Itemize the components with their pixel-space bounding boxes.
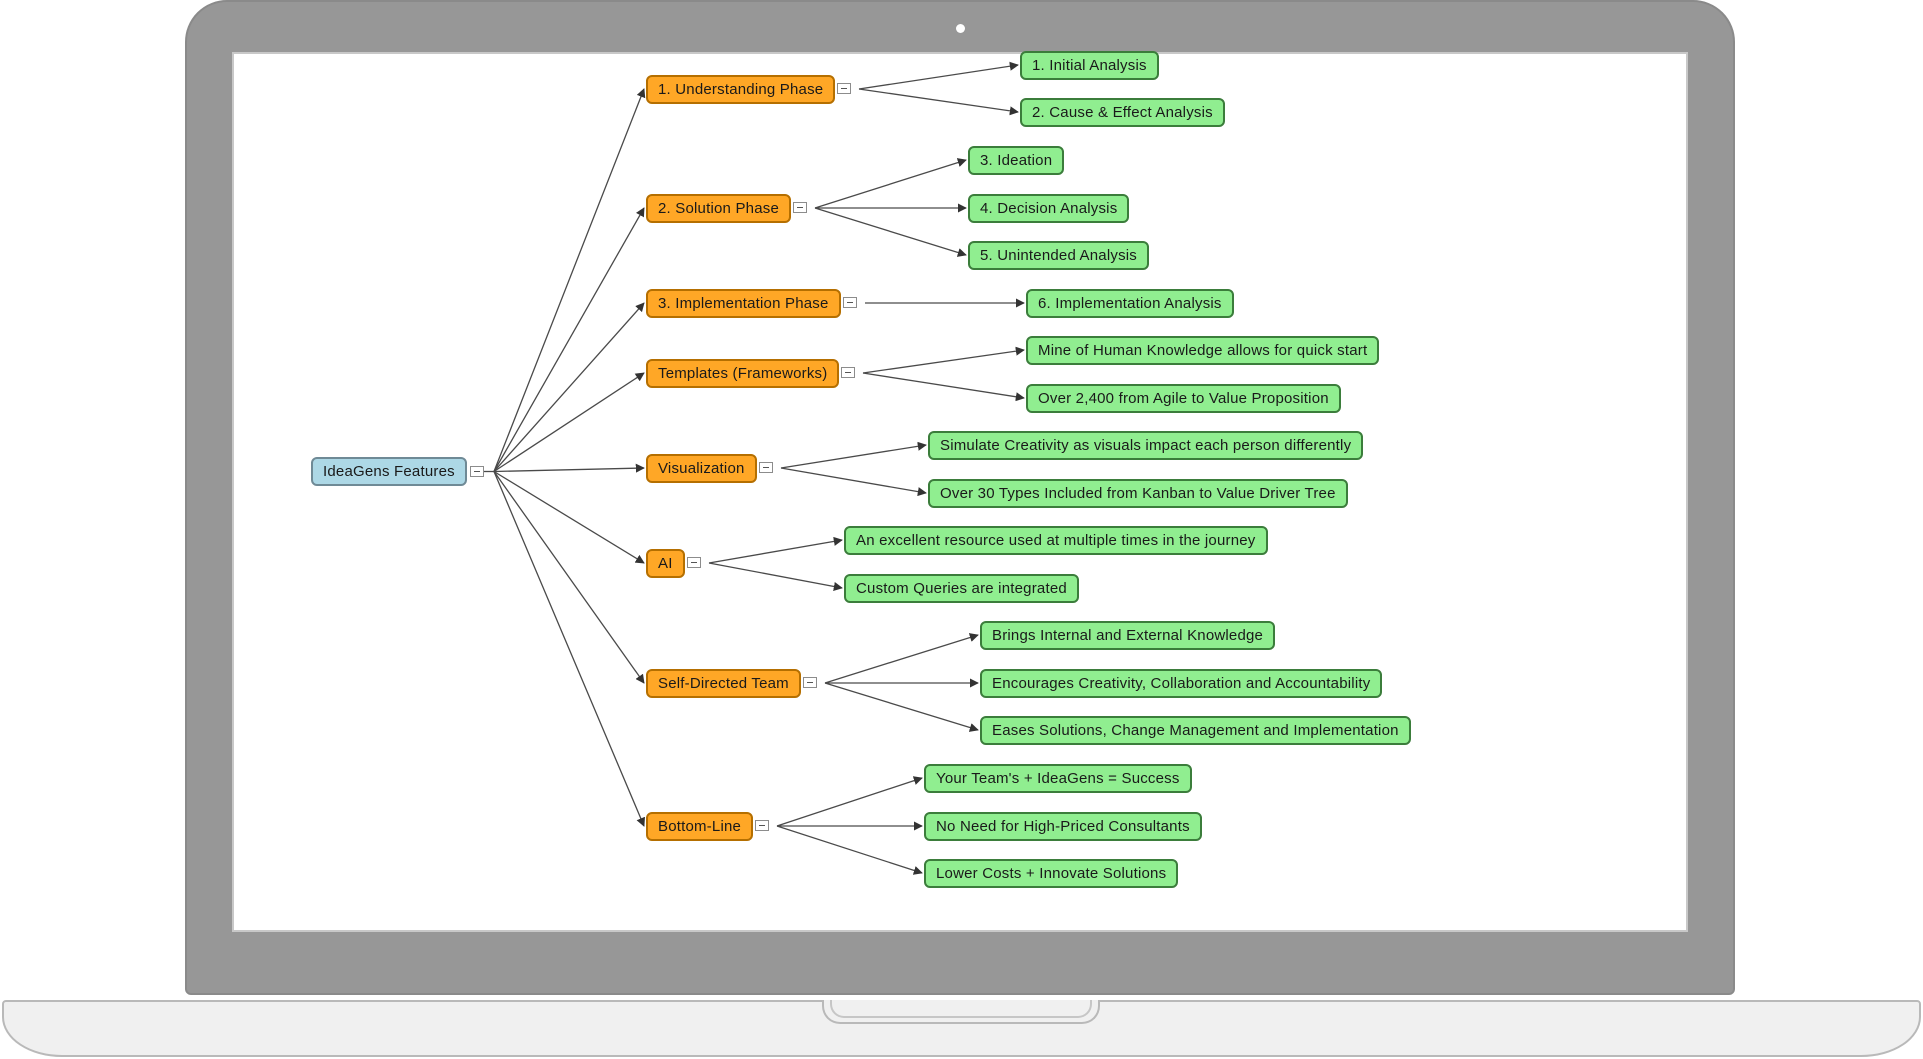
leaf-node[interactable]: Lower Costs + Innovate Solutions: [924, 858, 1179, 888]
connector-line: [862, 372, 1025, 402]
laptop-base-notch-inner: [830, 1000, 1092, 1018]
branch-collapse-toggle[interactable]: [759, 462, 773, 473]
branch-node[interactable]: Templates (Frameworks): [646, 358, 840, 388]
connector-line: [776, 825, 923, 875]
connector-line: [780, 467, 927, 497]
connector-line: [862, 346, 1025, 374]
connector-line: [814, 158, 967, 209]
branch-node[interactable]: 1. Understanding Phase: [646, 74, 836, 104]
leaf-node[interactable]: Over 30 Types Included from Kanban to Va…: [928, 478, 1348, 508]
connector-line: [493, 471, 645, 684]
leaf-node[interactable]: Over 2,400 from Agile to Value Propositi…: [1026, 383, 1341, 413]
connector-line: [493, 88, 646, 472]
laptop-base-notch: [822, 1000, 1100, 1024]
leaf-node[interactable]: Brings Internal and External Knowledge: [980, 620, 1276, 650]
connector-line: [824, 633, 979, 684]
leaf-node[interactable]: 6. Implementation Analysis: [1026, 288, 1234, 318]
branch-collapse-toggle[interactable]: [843, 297, 857, 308]
leaf-node[interactable]: Simulate Creativity as visuals impact ea…: [928, 430, 1364, 460]
branch-collapse-toggle[interactable]: [793, 202, 807, 213]
leaf-node[interactable]: 4. Decision Analysis: [968, 193, 1130, 223]
leaf-node[interactable]: Custom Queries are integrated: [844, 573, 1079, 603]
connector-line: [814, 207, 967, 257]
connector-line: [493, 207, 645, 472]
branch-collapse-toggle[interactable]: [837, 83, 851, 94]
connector-line: [493, 471, 645, 827]
connector-line: [708, 536, 843, 564]
root-node[interactable]: IdeaGens Features: [311, 457, 467, 486]
camera-icon: [956, 24, 965, 33]
leaf-node[interactable]: Eases Solutions, Change Management and I…: [980, 715, 1411, 745]
branch-node[interactable]: AI: [646, 548, 685, 578]
connector-line: [493, 470, 645, 564]
branch-node[interactable]: Bottom-Line: [646, 811, 754, 841]
leaf-node[interactable]: 5. Unintended Analysis: [968, 240, 1150, 270]
branch-collapse-toggle[interactable]: [687, 557, 701, 568]
leaf-node[interactable]: 1. Initial Analysis: [1020, 50, 1159, 80]
leaf-node[interactable]: 3. Ideation: [968, 145, 1065, 175]
branch-node[interactable]: Self-Directed Team: [646, 668, 801, 698]
root-collapse-toggle[interactable]: [470, 465, 484, 477]
leaf-node[interactable]: 2. Cause & Effect Analysis: [1020, 97, 1225, 127]
branch-node[interactable]: Visualization: [646, 453, 757, 483]
leaf-node[interactable]: No Need for High-Priced Consultants: [924, 811, 1202, 841]
connector-line: [858, 61, 1019, 90]
leaf-node[interactable]: Encourages Creativity, Collaboration and…: [980, 668, 1383, 698]
leaf-node[interactable]: An excellent resource used at multiple t…: [844, 525, 1268, 555]
connector-line: [858, 88, 1019, 116]
branch-node[interactable]: 3. Implementation Phase: [646, 288, 841, 318]
branch-collapse-toggle[interactable]: [755, 820, 769, 831]
connector-line: [824, 682, 979, 732]
branch-node[interactable]: 2. Solution Phase: [646, 193, 791, 223]
leaf-node[interactable]: Mine of Human Knowledge allows for quick…: [1026, 335, 1380, 365]
branch-collapse-toggle[interactable]: [803, 677, 817, 688]
connector-line: [493, 372, 645, 473]
connector-line: [776, 776, 923, 827]
connector-line: [708, 562, 843, 591]
leaf-node[interactable]: Your Team's + IdeaGens = Success: [924, 763, 1192, 793]
branch-collapse-toggle[interactable]: [841, 367, 855, 378]
connector-line: [780, 441, 927, 469]
connector-line: [493, 302, 645, 472]
connector-line: [493, 463, 645, 473]
